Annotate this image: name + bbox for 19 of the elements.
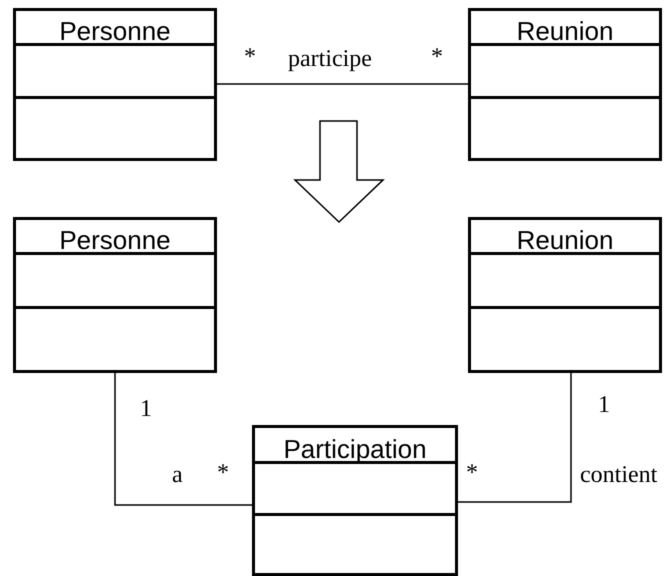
- multiplicity-label: 1: [598, 392, 610, 418]
- multiplicity-label: *: [244, 44, 256, 70]
- class-name: Reunion: [516, 17, 614, 45]
- class-name: Personne: [59, 17, 171, 45]
- class-name: Personne: [59, 226, 171, 254]
- class-box: [13, 8, 217, 161]
- class-name: Reunion: [516, 226, 614, 254]
- class-name: Participation: [283, 435, 427, 463]
- association-line: [217, 83, 468, 85]
- multiplicity-label: *: [217, 460, 229, 486]
- association-line: [114, 373, 252, 506]
- association-line: [458, 373, 572, 503]
- class-box: [13, 217, 217, 373]
- multiplicity-label: *: [431, 44, 443, 70]
- multiplicity-label: 1: [140, 396, 152, 422]
- class-box: [252, 425, 458, 576]
- multiplicity-label: *: [466, 460, 478, 486]
- class-box: [468, 8, 662, 161]
- class-box: [468, 217, 662, 373]
